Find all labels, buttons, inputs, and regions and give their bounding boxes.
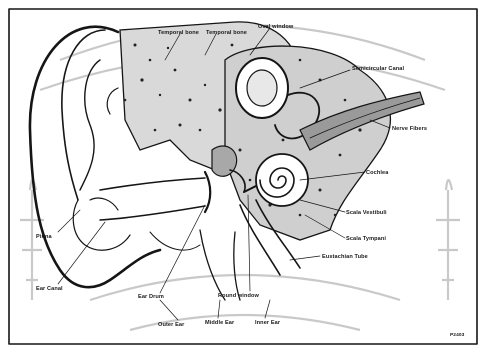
label-outer-ear: Outer Ear xyxy=(158,322,185,328)
label-ear-drum: Ear Drum xyxy=(138,294,164,300)
label-eustachian-tube: Eustachian Tube xyxy=(322,254,368,260)
label-scala-tympani: Scala Tympani xyxy=(346,236,386,242)
label-inner-ear: Inner Ear xyxy=(255,320,281,326)
temporal-bone xyxy=(120,22,390,240)
label-semicircular-canal: Semicircular Canal xyxy=(352,66,405,72)
label-scala-vestibuli: Scala Vestibuli xyxy=(346,210,387,216)
label-middle-ear: Middle Ear xyxy=(205,320,235,326)
label-cochlea: Cochlea xyxy=(366,170,389,176)
label-ear-canal: Ear Canal xyxy=(36,286,63,292)
figure-code: P2403 xyxy=(450,332,465,338)
label-temporal-bone-1: Temporal bone xyxy=(158,30,199,36)
ear-canal xyxy=(100,178,205,220)
label-round-window: Round window xyxy=(218,293,260,299)
label-nerve-fibers: Nerve Fibers xyxy=(392,126,427,132)
label-oval-window: Oval window xyxy=(258,24,294,30)
middle-ear-cavity xyxy=(150,230,240,300)
label-temporal-bone-2: Temporal bone xyxy=(206,30,247,36)
label-pinna: Pinna xyxy=(36,234,53,240)
